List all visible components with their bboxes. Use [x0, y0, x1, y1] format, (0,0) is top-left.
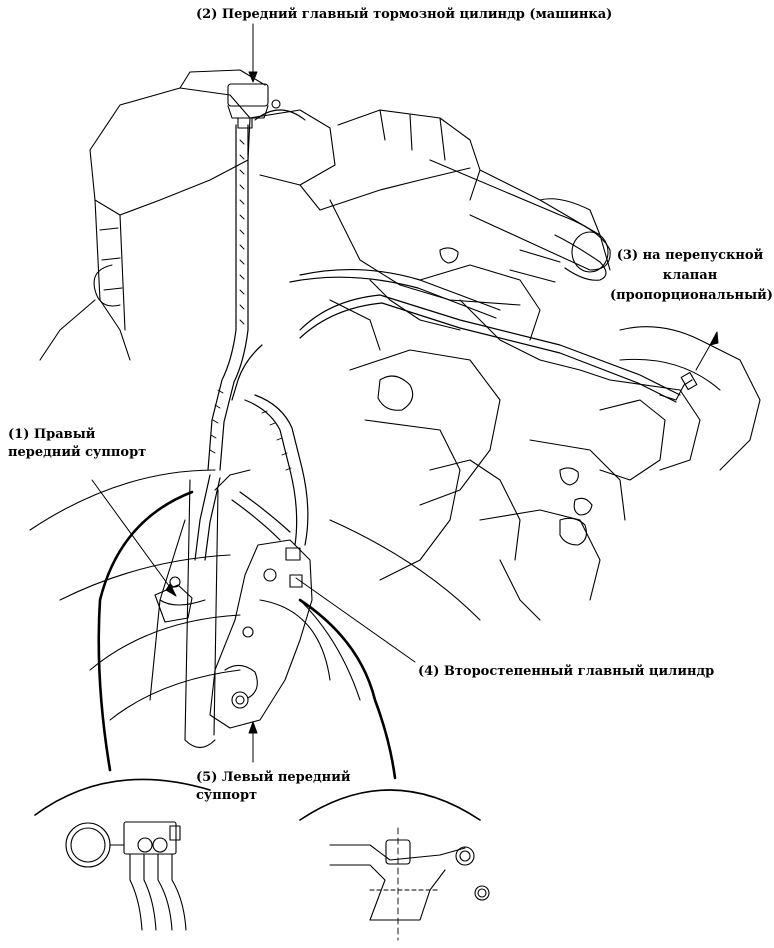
front-fork: [149, 469, 251, 749]
inset-right-caliper-detail: [34, 778, 211, 931]
callout-lines: [97, 490, 397, 780]
label-left-caliper-1: (5) Левый передний: [196, 770, 351, 785]
label-front-master-cylinder: (2) Передний главный тормозной цилиндр (…: [196, 7, 613, 22]
brake-hose-main: [207, 124, 249, 471]
right-caliper: [154, 576, 193, 623]
front-wheel: [29, 469, 481, 721]
valve-fitting: [659, 371, 698, 401]
label-secondary-master-cylinder: (4) Второстепенный главный цилиндр: [418, 664, 715, 679]
label-left-caliper-2: суппорт: [196, 788, 258, 803]
brake-hose-secondary: [194, 394, 309, 561]
label-to-valve-3: (пропорциональный): [610, 288, 773, 303]
label-right-caliper-1: (1) Правый: [8, 427, 96, 442]
inset-fitting-detail: [299, 789, 490, 941]
brake-line-to-valve: [231, 268, 681, 403]
right-cylinder-housing: [429, 159, 611, 273]
label-right-caliper-2: передний суппорт: [8, 445, 147, 460]
leader-lines: [91, 23, 719, 763]
engine-outline: [39, 69, 761, 621]
label-to-valve-1: (3) на перепускной: [616, 248, 764, 263]
front-master-cylinder: [227, 83, 281, 129]
label-to-valve-2: клапан: [662, 268, 718, 283]
left-caliper: [209, 539, 313, 729]
